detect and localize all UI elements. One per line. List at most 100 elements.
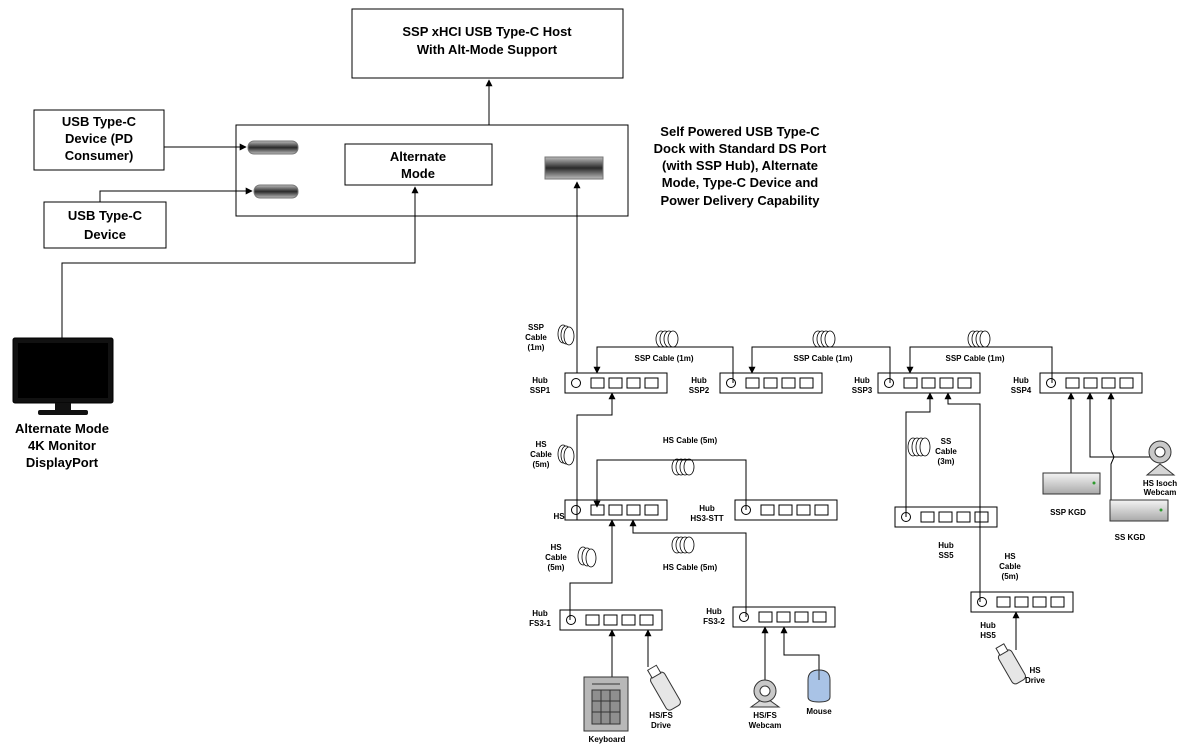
hub-connections bbox=[569, 346, 1160, 680]
svg-text:HS/FS: HS/FS bbox=[649, 711, 673, 720]
cable-coil-ssp-2 bbox=[812, 330, 836, 348]
hub-ssp4-port bbox=[1119, 377, 1134, 389]
svg-text:HS/FS: HS/FS bbox=[753, 711, 777, 720]
svg-text:Consumer): Consumer) bbox=[65, 148, 134, 163]
hub-hs5-port bbox=[1050, 596, 1065, 608]
hs-cable-top-label: HS Cable (5m) bbox=[663, 436, 718, 445]
host-box: SSP xHCI USB Type-C Host With Alt-Mode S… bbox=[351, 8, 624, 79]
monitor-icon bbox=[12, 337, 114, 415]
svg-text:4K Monitor: 4K Monitor bbox=[28, 438, 96, 453]
svg-text:USB Type-C: USB Type-C bbox=[62, 114, 137, 129]
svg-text:Hub: Hub bbox=[532, 376, 548, 385]
svg-text:Cable: Cable bbox=[999, 562, 1021, 571]
hub-fs3-2-box bbox=[732, 606, 836, 628]
ssp-kgd-label: SSP KGD bbox=[1050, 508, 1086, 517]
hub-fs3-2-port bbox=[812, 611, 827, 623]
hub-ssp2-port bbox=[799, 377, 814, 389]
alt-mode-line1: Alternate bbox=[390, 149, 446, 164]
svg-text:Cable: Cable bbox=[525, 333, 547, 342]
keyboard-label: Keyboard bbox=[589, 735, 626, 744]
svg-text:Power Delivery Capability: Power Delivery Capability bbox=[661, 193, 821, 208]
hub-hs5-label: Hub HS5 bbox=[980, 621, 996, 640]
svg-text:Cable: Cable bbox=[545, 553, 567, 562]
hub-ssp1-port bbox=[644, 377, 659, 389]
svg-text:HS: HS bbox=[535, 440, 547, 449]
svg-text:Hub: Hub bbox=[532, 609, 548, 618]
hub-hs5-port bbox=[996, 596, 1011, 608]
svg-text:Hub: Hub bbox=[699, 504, 715, 513]
hs-drive-label: HS Drive bbox=[1025, 666, 1046, 685]
ss-kgd-icon bbox=[1109, 499, 1169, 522]
hs-cable-vertical-label: HS Cable (5m) bbox=[530, 440, 552, 469]
svg-text:(3m): (3m) bbox=[938, 457, 955, 466]
hub-hs3-stt-port bbox=[760, 504, 775, 516]
hub-hs5-port bbox=[1014, 596, 1029, 608]
svg-text:Mode, Type-C Device and: Mode, Type-C Device and bbox=[662, 175, 819, 190]
hs-cable-lower-label: HS Cable (5m) bbox=[545, 543, 567, 572]
cable-coil-ssp-3 bbox=[967, 330, 991, 348]
svg-text:HS3-STT: HS3-STT bbox=[690, 514, 723, 523]
svg-text:Drive: Drive bbox=[651, 721, 672, 730]
svg-text:Hub: Hub bbox=[1013, 376, 1029, 385]
svg-text:SS5: SS5 bbox=[938, 551, 954, 560]
svg-text:Hub: Hub bbox=[938, 541, 954, 550]
typec-port-2 bbox=[253, 184, 299, 199]
svg-text:(5m): (5m) bbox=[533, 460, 550, 469]
hub-hs-port bbox=[626, 504, 641, 516]
svg-text:(with SSP Hub), Alternate: (with SSP Hub), Alternate bbox=[662, 158, 818, 173]
svg-text:Hub: Hub bbox=[980, 621, 996, 630]
hub-ssp2-port bbox=[745, 377, 760, 389]
hub-hs-box bbox=[564, 499, 668, 521]
hub-hs-port bbox=[608, 504, 623, 516]
usb-a-port bbox=[544, 156, 604, 180]
ssp-cable-2-label: SSP Cable (1m) bbox=[794, 354, 853, 363]
hub-ssp3-label: Hub SSP3 bbox=[852, 376, 873, 395]
hub-ssp3-port bbox=[939, 377, 954, 389]
alt-mode-box bbox=[344, 143, 493, 186]
hub-ssp1-port bbox=[590, 377, 605, 389]
svg-text:(1m): (1m) bbox=[528, 343, 545, 352]
hub-hs3-stt-box bbox=[734, 499, 838, 521]
ssp-cable-3-label: SSP Cable (1m) bbox=[946, 354, 1005, 363]
cable-coil-hs-lower bbox=[577, 546, 597, 568]
svg-text:DisplayPort: DisplayPort bbox=[26, 455, 99, 470]
hub-hs3-stt-port bbox=[796, 504, 811, 516]
hub-ssp1-box bbox=[564, 372, 668, 394]
hsfs-drive-label: HS/FS Drive bbox=[649, 711, 673, 730]
svg-text:FS3-1: FS3-1 bbox=[529, 619, 551, 628]
hsfs-webcam-label: HS/FS Webcam bbox=[749, 711, 782, 730]
hub-ss5-box bbox=[894, 506, 998, 528]
ssp-kgd-icon bbox=[1042, 472, 1101, 495]
svg-text:(5m): (5m) bbox=[548, 563, 565, 572]
svg-text:Device (PD: Device (PD bbox=[65, 131, 133, 146]
keyboard-icon bbox=[583, 676, 629, 732]
hub-fs3-2-port bbox=[758, 611, 773, 623]
hub-ssp4-label: Hub SSP4 bbox=[1011, 376, 1032, 395]
host-title-line1: SSP xHCI USB Type-C Host bbox=[402, 24, 572, 39]
hub-ssp4-box bbox=[1039, 372, 1143, 394]
svg-text:Webcam: Webcam bbox=[749, 721, 782, 730]
svg-text:Hub: Hub bbox=[854, 376, 870, 385]
typec-device-connector bbox=[99, 187, 253, 202]
svg-text:Self Powered USB Type-C: Self Powered USB Type-C bbox=[660, 124, 820, 139]
hub-fs3-1-label: Hub FS3-1 bbox=[529, 609, 551, 628]
pd-consumer-device: USB Type-C Device (PD Consumer) bbox=[33, 109, 165, 171]
hub-fs3-1-port bbox=[621, 614, 636, 626]
hub-ssp1-port bbox=[626, 377, 641, 389]
hub-ssp4-port bbox=[1065, 377, 1080, 389]
svg-text:Cable: Cable bbox=[530, 450, 552, 459]
hub-ss5-port bbox=[920, 511, 935, 523]
hub-hs5-box bbox=[970, 591, 1074, 613]
svg-text:SS: SS bbox=[941, 437, 952, 446]
hub-ss5-port bbox=[938, 511, 953, 523]
hub-hs-port bbox=[644, 504, 659, 516]
hsfs-webcam-icon bbox=[749, 679, 781, 708]
hub-ssp2-port bbox=[763, 377, 778, 389]
svg-text:(5m): (5m) bbox=[1002, 572, 1019, 581]
svg-text:Hub: Hub bbox=[706, 607, 722, 616]
alt-mode-line2: Mode bbox=[401, 166, 435, 181]
svg-text:SSP3: SSP3 bbox=[852, 386, 873, 395]
hs-cable-bottom-label: HS Cable (5m) bbox=[663, 563, 718, 572]
svg-text:SSP: SSP bbox=[528, 323, 545, 332]
